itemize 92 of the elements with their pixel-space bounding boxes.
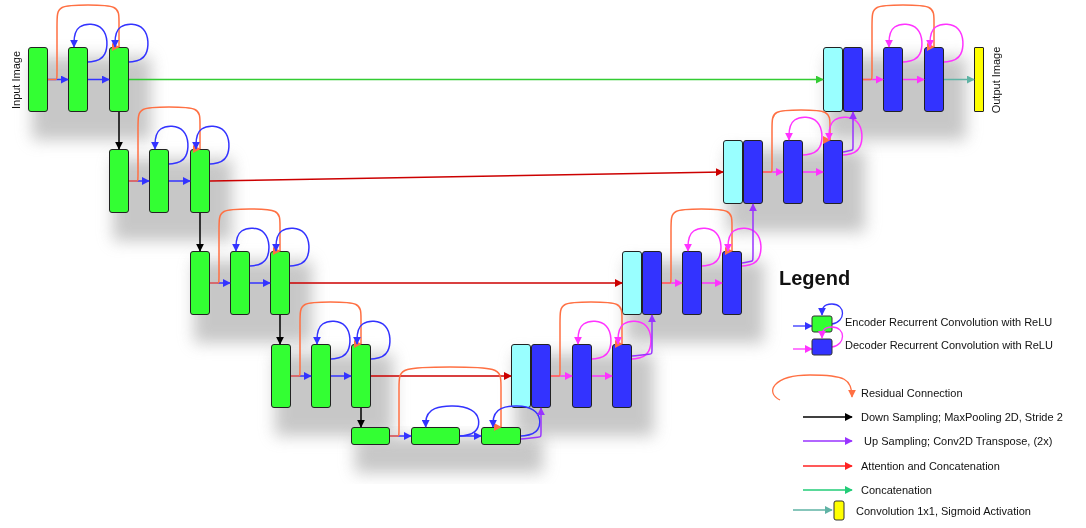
block <box>190 149 210 213</box>
arrow <box>128 106 204 182</box>
arrow <box>357 407 365 428</box>
legend-text: Concatenation <box>861 484 932 496</box>
block <box>109 47 129 112</box>
arrow <box>684 227 722 267</box>
legend-text: Up Sampling; Conv2D Transpose, (2x) <box>863 435 1053 447</box>
block <box>783 140 803 204</box>
arrow <box>209 208 284 284</box>
block <box>109 149 129 213</box>
arrow <box>168 177 191 185</box>
arrow <box>614 320 652 360</box>
arrow <box>47 4 123 81</box>
block <box>612 344 632 408</box>
output-bar <box>974 47 984 112</box>
block <box>270 251 290 315</box>
block <box>823 47 843 112</box>
arrow <box>785 116 823 156</box>
arrow <box>862 4 938 81</box>
arrow <box>209 168 724 182</box>
block <box>28 47 48 112</box>
block <box>481 427 521 445</box>
arrow <box>802 168 824 176</box>
arrow <box>724 227 762 267</box>
arrow <box>943 75 975 84</box>
arrow <box>313 320 351 360</box>
block <box>68 47 88 112</box>
block <box>883 47 903 112</box>
arrow <box>842 111 857 153</box>
legend-text: Decoder Recurrent Convolution with ReLU <box>845 339 1053 351</box>
legend-text: Convolution 1x1, Sigmoid Activation <box>856 505 1031 517</box>
arrow <box>232 227 270 267</box>
block <box>642 251 662 315</box>
arrow <box>631 314 656 357</box>
arrow <box>87 75 110 84</box>
legend-text: Attention and Concatenation <box>861 460 1000 472</box>
block <box>572 344 592 408</box>
arrow <box>192 125 230 165</box>
arrow <box>701 279 723 287</box>
block <box>823 140 843 204</box>
legend-title: Legend <box>779 266 851 290</box>
block <box>531 344 551 408</box>
arrow <box>762 109 834 173</box>
arrow <box>111 23 149 63</box>
block <box>843 47 863 112</box>
arrow <box>591 372 613 380</box>
block <box>271 344 291 408</box>
arrow <box>926 23 964 63</box>
legend-text: Down Sampling; MaxPooling 2D, Stride 2 <box>861 411 1063 423</box>
legend-text: Encoder Recurrent Convolution with ReLU <box>845 316 1053 328</box>
block <box>511 344 531 408</box>
arrow <box>290 301 365 377</box>
arrow <box>70 23 108 63</box>
arrow <box>661 208 736 284</box>
arrow <box>389 366 505 437</box>
arrow <box>370 372 512 380</box>
arrow <box>353 320 391 360</box>
block <box>149 149 169 213</box>
image-label: Output Image <box>989 46 1002 114</box>
arrow <box>115 111 123 150</box>
block <box>743 140 763 204</box>
block <box>622 251 642 315</box>
block <box>190 251 210 315</box>
arrow <box>741 203 757 264</box>
block <box>311 344 331 408</box>
arrow <box>885 23 923 63</box>
block <box>723 140 743 204</box>
arrow <box>276 314 284 345</box>
legend-text: Residual Connection <box>861 387 963 399</box>
arrow <box>421 405 480 437</box>
arrow <box>330 372 352 380</box>
arrow <box>289 279 623 287</box>
block <box>351 427 390 445</box>
arrow <box>520 407 545 440</box>
arrow <box>196 212 204 252</box>
arrow <box>550 301 626 377</box>
arrow <box>249 279 271 287</box>
arrow <box>902 75 925 84</box>
arrow <box>128 75 824 84</box>
block <box>351 344 371 408</box>
arrow <box>825 116 863 156</box>
block <box>924 47 944 112</box>
block <box>682 251 702 315</box>
block <box>722 251 742 315</box>
arrow <box>489 405 541 437</box>
arrow <box>459 432 482 440</box>
arrow <box>272 227 310 267</box>
block <box>230 251 250 315</box>
arrow <box>151 125 189 165</box>
arrow <box>574 320 612 360</box>
image-label: Input Image <box>10 50 23 110</box>
block <box>411 427 460 445</box>
